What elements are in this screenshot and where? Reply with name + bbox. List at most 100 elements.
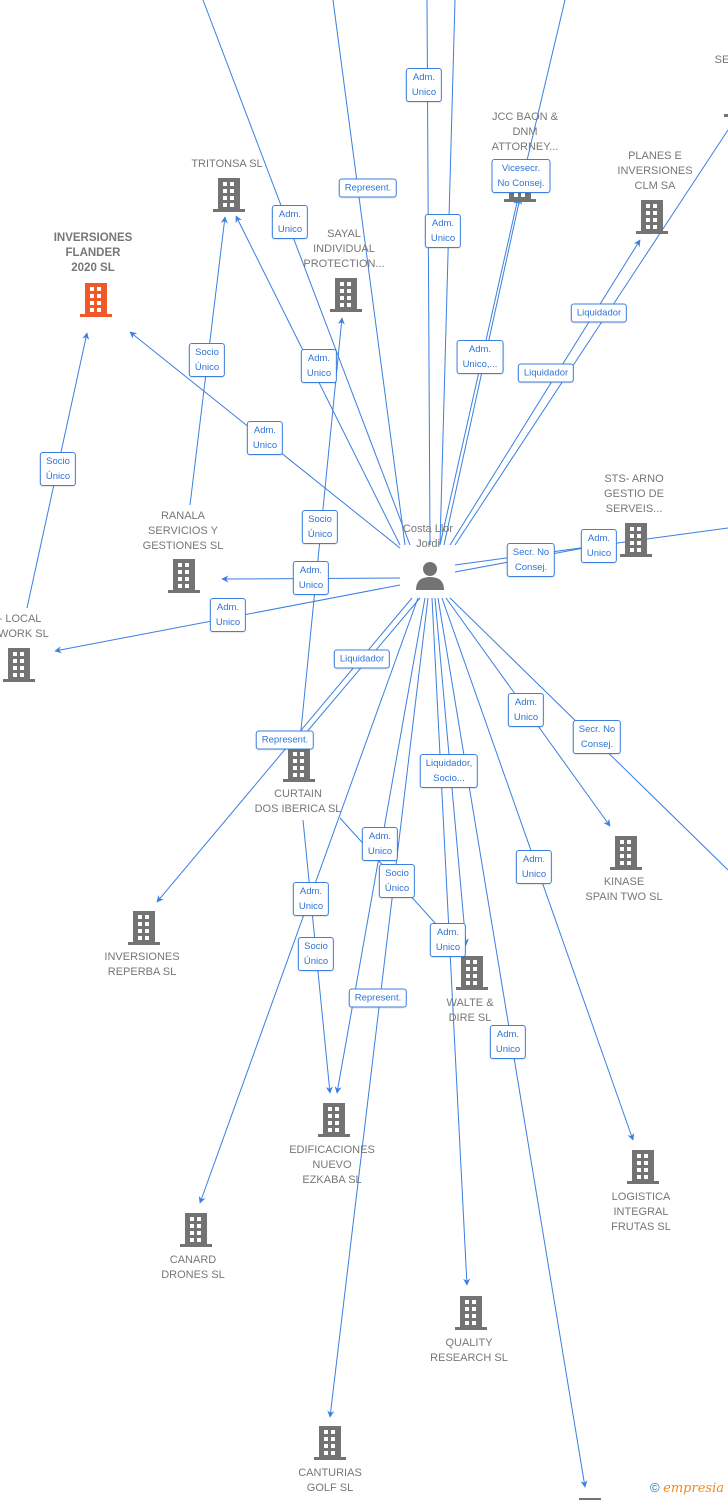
role-text: Unico (513, 712, 539, 723)
label-line: CLM SA (634, 180, 676, 192)
label-line: INVERSIONES (53, 232, 133, 244)
company-node-label[interactable]: WALTE &DIRE SL (446, 996, 493, 1026)
company-node-label[interactable]: SE (715, 53, 728, 68)
role-badge[interactable]: Represent. (255, 730, 315, 750)
role-text: Unico (367, 846, 393, 857)
company-node-label[interactable]: TRITONSA SL (191, 157, 262, 172)
empresia-logo: empresia (663, 1481, 724, 1496)
role-text: Socio (304, 941, 328, 952)
building-icon[interactable] (80, 283, 112, 317)
role-badge[interactable]: Adm.Unico (271, 205, 309, 239)
role-badge[interactable]: Adm.Unico (580, 529, 618, 563)
role-badge[interactable]: Adm.Unico (424, 214, 462, 248)
label-line: PLANES E (628, 150, 682, 162)
role-badge[interactable]: Adm.Unico (292, 561, 330, 595)
building-icon[interactable] (3, 648, 35, 682)
building-icon[interactable] (724, 83, 728, 117)
building-icon[interactable] (627, 1150, 659, 1184)
label-line: GOLF SL (306, 1482, 354, 1494)
label-line: INVERSIONES (104, 951, 180, 963)
label-line: JCC BAON & (491, 111, 559, 123)
building-icon[interactable] (314, 1426, 346, 1460)
role-badge[interactable]: Adm.Unico (405, 68, 443, 102)
building-icon[interactable] (456, 956, 488, 990)
role-badge[interactable]: Liquidador,Socio... (419, 754, 479, 788)
building-icon[interactable] (455, 1296, 487, 1330)
role-text: Adm. (299, 565, 323, 576)
role-badge[interactable]: Represent. (348, 988, 408, 1008)
role-badge[interactable]: Adm. Unico (507, 693, 545, 727)
relation-edge (332, 0, 406, 546)
label-line: Jordi (416, 538, 440, 550)
role-badge[interactable]: Liquidador (333, 649, 391, 669)
relation-edge (454, 129, 728, 546)
company-node-label[interactable]: - LOCALTWORK SL (0, 612, 49, 642)
building-icon[interactable] (620, 523, 652, 557)
role-text: Unico (495, 1044, 521, 1055)
label-line: SE (714, 54, 728, 66)
role-badge[interactable]: Represent. (338, 178, 398, 198)
building-icon[interactable] (574, 1498, 606, 1500)
role-text: Único (45, 471, 71, 482)
role-text: Único (384, 883, 410, 894)
role-badge[interactable]: Vicesecr.No Consej. (491, 159, 551, 193)
relation-edge (439, 0, 456, 546)
role-badge[interactable]: Adm.Unico,... (456, 340, 504, 374)
building-icon[interactable] (330, 278, 362, 312)
building-icon[interactable] (168, 559, 200, 593)
person-icon[interactable] (416, 562, 444, 590)
building-icon[interactable] (213, 178, 245, 212)
role-text: Consej. (580, 739, 614, 750)
role-text: Adm. (587, 533, 611, 544)
role-badge[interactable]: Adm.Unico (489, 1025, 527, 1059)
role-text: Secr. No (512, 547, 550, 558)
role-text: Liquidador (339, 653, 385, 665)
building-icon[interactable] (283, 748, 315, 782)
role-badge[interactable]: Liquidador (570, 303, 628, 323)
role-text: Socio (385, 868, 409, 879)
role-text: Represent. (344, 182, 392, 194)
role-text: Adm. (253, 425, 277, 436)
role-text: Adm. (514, 697, 538, 708)
copyright-symbol: © (649, 1480, 660, 1495)
role-badge[interactable]: Adm.Unico (246, 421, 284, 455)
label-line: FRUTAS SL (611, 1221, 671, 1233)
role-badge[interactable]: Liquidador (517, 363, 575, 383)
label-line: LOGISTICA (611, 1191, 671, 1203)
role-badge[interactable]: Adm.Unico (361, 827, 399, 861)
role-badge[interactable]: Adm.Unico (515, 850, 553, 884)
role-badge[interactable]: Adm.Unico (300, 349, 338, 383)
building-icon[interactable] (128, 911, 160, 945)
role-badge[interactable]: Adm.Unico (209, 598, 247, 632)
role-text: Vicesecr. (501, 163, 541, 174)
building-icon[interactable] (636, 200, 668, 234)
role-text: Unico (215, 617, 241, 628)
building-icon[interactable] (180, 1213, 212, 1247)
role-badge[interactable]: Adm.Unico (292, 882, 330, 916)
role-badge[interactable]: Adm.Unico (429, 923, 467, 957)
building-icon[interactable] (318, 1103, 350, 1137)
building-icon[interactable] (610, 836, 642, 870)
